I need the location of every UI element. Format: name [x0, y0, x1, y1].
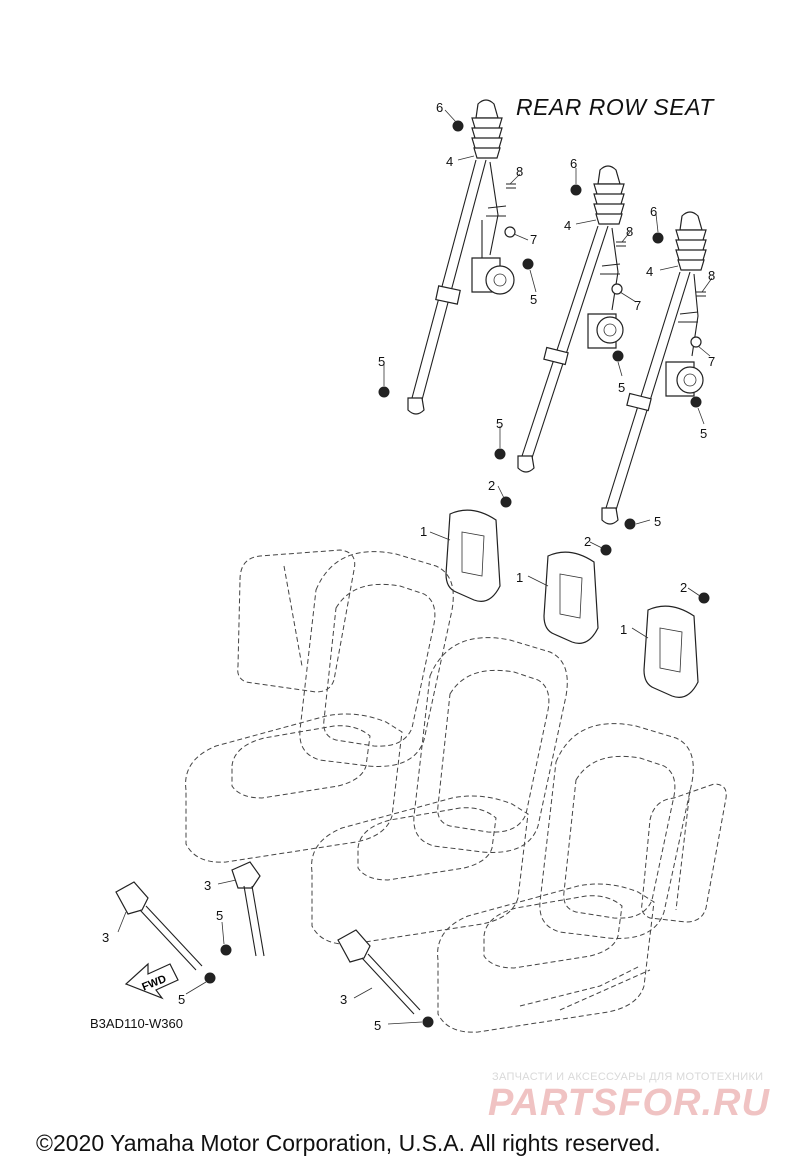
callout-bolt: 5 — [530, 292, 537, 307]
callout-bolt: 5 — [496, 416, 503, 431]
callout-bolt: 2 — [680, 580, 687, 595]
fasteners — [204, 120, 710, 1028]
seat-belt-assembly-left — [407, 99, 515, 415]
buckle-left — [115, 881, 203, 971]
callout-headrest: 1 — [620, 622, 627, 637]
callout-buckle: 3 — [340, 992, 347, 1007]
callout-headrest: 1 — [516, 570, 523, 585]
page-title: REAR ROW SEAT — [516, 94, 714, 120]
callout-bolt: 5 — [178, 992, 185, 1007]
seat-belt-assembly-middle — [517, 165, 625, 473]
seat-outline — [185, 549, 727, 1033]
callout-bolt: 6 — [650, 204, 657, 219]
seat-belt-assembly-right — [601, 211, 707, 525]
callout-bolt: 2 — [488, 478, 495, 493]
drawing-code: B3AD110-W360 — [90, 1016, 183, 1031]
watermark-tagline: ЗАПЧАСТИ И АКСЕССУАРЫ ДЛЯ МОТОТЕХНИКИ — [492, 1071, 764, 1083]
buckle-right — [337, 929, 421, 1015]
callout-collar: 7 — [708, 354, 715, 369]
callout-clip: 8 — [708, 268, 715, 283]
callout-bolt: 6 — [436, 100, 443, 115]
headrest-3 — [643, 605, 699, 698]
callout-bolt: 5 — [654, 514, 661, 529]
callout-bolt: 5 — [378, 354, 385, 369]
callout-bolt: 5 — [618, 380, 625, 395]
leader-lines — [117, 109, 713, 1025]
copyright-notice: ©2020 Yamaha Motor Corporation, U.S.A. A… — [36, 1130, 661, 1156]
callout-bolt: 6 — [570, 156, 577, 171]
callout-belt: 4 — [564, 218, 571, 233]
callout-collar: 7 — [530, 232, 537, 247]
headrest-1 — [445, 509, 501, 602]
callout-bolt: 5 — [216, 908, 223, 923]
callout-belt: 4 — [646, 264, 653, 279]
callout-clip: 8 — [516, 164, 523, 179]
callout-belt: 4 — [446, 154, 453, 169]
callout-buckle: 3 — [204, 878, 211, 893]
callout-bolt: 5 — [700, 426, 707, 441]
callout-clip: 8 — [626, 224, 633, 239]
callout-numbers: 1 1 1 2 2 2 3 3 3 4 4 4 5 5 5 5 5 5 5 5 … — [102, 100, 715, 1033]
callout-buckle: 3 — [102, 930, 109, 945]
callout-headrest: 1 — [420, 524, 427, 539]
callout-bolt: 5 — [374, 1018, 381, 1033]
forward-arrow-icon: FWD — [124, 962, 179, 1000]
buckle-center — [231, 861, 265, 957]
watermark-logo: PARTSFOR.RU — [488, 1082, 770, 1124]
callout-bolt: 2 — [584, 534, 591, 549]
callout-collar: 7 — [634, 298, 641, 313]
headrest-2 — [543, 551, 599, 644]
